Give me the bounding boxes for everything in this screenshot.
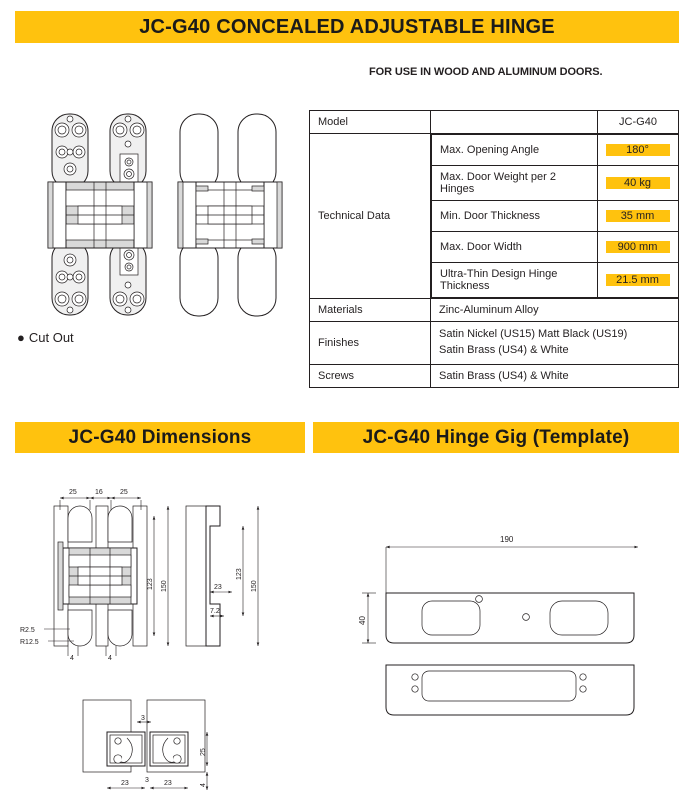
dim-radius-large: R12.5 [20,639,39,646]
materials-label: Materials [309,298,431,322]
table-row: Min. Door Thickness 35 mm [431,200,679,232]
dim-gap-3-bottom: 3 [145,777,149,784]
cut-out-caption: ●Cut Out [17,330,74,345]
dim-radius-small: R2.5 [20,627,35,634]
model-value: JC-G40 [597,110,679,134]
dim-plan-depth-4: 4 [200,783,207,787]
spec-value-wrap: 900 mm [596,231,679,263]
table-row-model: Model JC-G40 [309,110,679,134]
spec-name: Ultra-Thin Design Hinge Thickness [431,262,598,298]
finishes-value: Satin Nickel (US15) Matt Black (US19) Sa… [430,321,679,365]
table-row-screws: Screws Satin Brass (US4) & White [309,363,679,388]
spec-value-wrap: 35 mm [596,200,679,232]
gig-section-banner: JC-G40 Hinge Gig (Template) [313,422,679,453]
hinge-front-view-drawing [38,112,163,317]
spec-value-highlight: 40 kg [605,177,670,189]
spec-name: Max. Door Width [431,231,598,263]
dim-bottom-4a: 4 [70,655,74,662]
dim-bottom-4b: 4 [108,655,112,662]
screws-label: Screws [309,363,431,388]
dim-height-150a: 150 [161,580,168,592]
table-row-finishes: Finishes Satin Nickel (US15) Matt Black … [309,321,679,365]
spec-value-highlight: 35 mm [605,210,670,222]
dim-plan-width-23a: 23 [121,780,129,787]
table-row: Ultra-Thin Design Hinge Thickness 21.5 m… [431,262,679,298]
dim-gig-width-190: 190 [500,535,514,544]
plan-view-technical-drawing: 3 25 4 23 3 23 [55,699,255,800]
cut-out-caption-text: Cut Out [28,330,74,345]
materials-value: Zinc-Aluminum Alloy [430,298,679,322]
spec-name: Max. Opening Angle [431,134,598,166]
spec-name: Min. Door Thickness [431,200,598,232]
dimensions-technical-drawing: 25 16 25 R2.5 R12.5 [18,480,298,680]
dim-step-7-2: 7.2 [210,608,220,615]
finishes-label: Finishes [309,321,431,365]
spec-value-wrap: 21.5 mm [596,262,679,298]
dim-depth-23: 23 [214,584,222,591]
dim-top-16: 16 [95,489,103,496]
model-blank-cell [430,110,598,134]
table-row-technical-data: Technical Data Max. Opening Angle 180° M… [309,133,679,299]
page-title-banner: JC-G40 CONCEALED ADJUSTABLE HINGE [15,11,679,43]
dim-height-123a: 123 [147,578,154,590]
spec-value-wrap: 180° [596,134,679,166]
model-label: Model [309,110,431,134]
spec-value-wrap: 40 kg [596,165,679,201]
table-row: Max. Opening Angle 180° [431,134,679,166]
finishes-line-2: Satin Brass (US4) & White [439,343,569,356]
finishes-line-1: Satin Nickel (US15) Matt Black (US19) [439,328,628,340]
technical-data-subtable: Max. Opening Angle 180° Max. Door Weight… [431,134,679,298]
dim-gap-3-top: 3 [141,715,145,722]
dim-height-150b: 150 [251,580,258,592]
spec-name: Max. Door Weight per 2 Hinges [431,165,598,201]
table-row: Max. Door Weight per 2 Hinges 40 kg [431,165,679,201]
dim-height-123b: 123 [236,568,243,580]
dim-top-25b: 25 [120,489,128,496]
table-row: Max. Door Width 900 mm [431,231,679,263]
dim-plan-height-25: 25 [200,748,207,756]
dim-gig-height-40: 40 [358,616,367,625]
dimensions-section-banner: JC-G40 Dimensions [15,422,305,453]
subtitle-text: FOR USE IN WOOD AND ALUMINUM DOORS. [369,66,603,78]
hinge-gig-template-drawing: 190 40 [350,525,640,740]
table-row-materials: Materials Zinc-Aluminum Alloy [309,298,679,322]
bullet-icon: ● [17,330,25,345]
spec-value-highlight: 21.5 mm [605,274,670,286]
spec-value-highlight: 900 mm [605,241,670,253]
technical-data-cell: Max. Opening Angle 180° Max. Door Weight… [431,134,679,299]
spec-value-highlight: 180° [605,144,670,156]
dim-plan-width-23b: 23 [164,780,172,787]
hinge-cutout-view-drawing [168,112,293,317]
specification-table: Model JC-G40 Technical Data Max. Opening… [309,110,679,388]
screws-value: Satin Brass (US4) & White [430,363,679,388]
dim-top-25a: 25 [69,489,77,496]
technical-data-label: Technical Data [309,133,431,299]
